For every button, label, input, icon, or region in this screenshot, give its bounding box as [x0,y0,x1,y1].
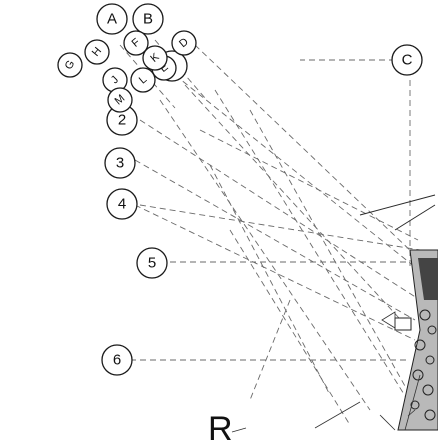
svg-text:B: B [143,11,153,28]
bubble-small-k: K [142,45,168,71]
svg-text:2: 2 [118,112,126,129]
bubble-small-g: G [57,52,83,78]
bubble-small-j: J [102,67,128,93]
partial-label-r: R [208,410,233,440]
svg-text:6: 6 [113,352,121,369]
svg-text:3: 3 [116,155,124,172]
bubble-small-l: L [130,67,156,93]
bubble-small-m: M [107,87,133,113]
bubble-6: 6 [101,344,133,376]
bubble-A: A [96,3,128,35]
svg-text:C: C [402,52,413,69]
bubble-small-d: D [171,30,197,56]
bubble-B: B [132,3,164,35]
bubble-2: 2 [106,104,138,136]
svg-text:5: 5 [148,255,156,272]
bubble-4: 4 [106,188,138,220]
partial-label-mark [231,427,247,433]
bubble-5: 5 [136,247,168,279]
svg-text:4: 4 [118,196,126,213]
bubble-3: 3 [104,147,136,179]
bubble-small-f: F [123,30,149,56]
wall-section [314,194,438,431]
grid-lines [119,39,426,426]
bubble-small-h: H [84,39,110,65]
bubble-C: C [391,44,423,76]
svg-text:A: A [107,11,117,28]
